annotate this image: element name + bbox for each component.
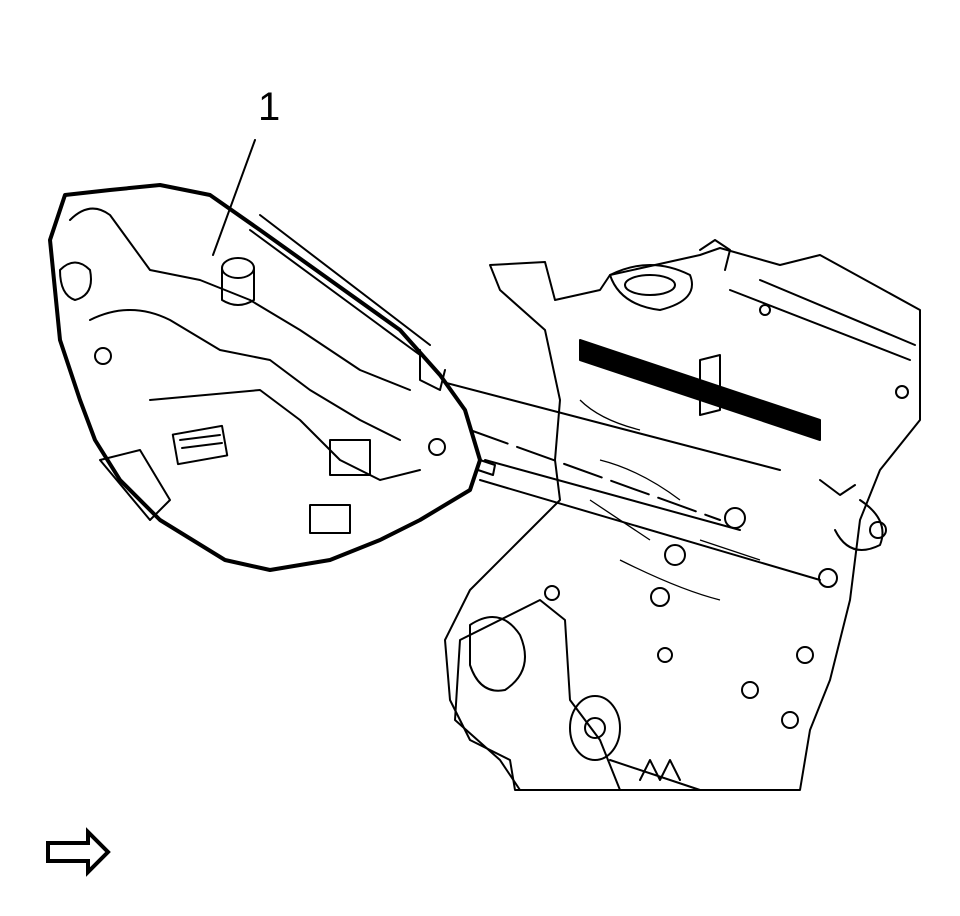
callout-1: 1 [212, 85, 280, 256]
engine-block [444, 239, 921, 791]
intake-manifold [48, 183, 496, 572]
alignment-lines [434, 379, 821, 581]
right-arrow-icon [46, 827, 111, 877]
callout-label: 1 [258, 85, 280, 129]
